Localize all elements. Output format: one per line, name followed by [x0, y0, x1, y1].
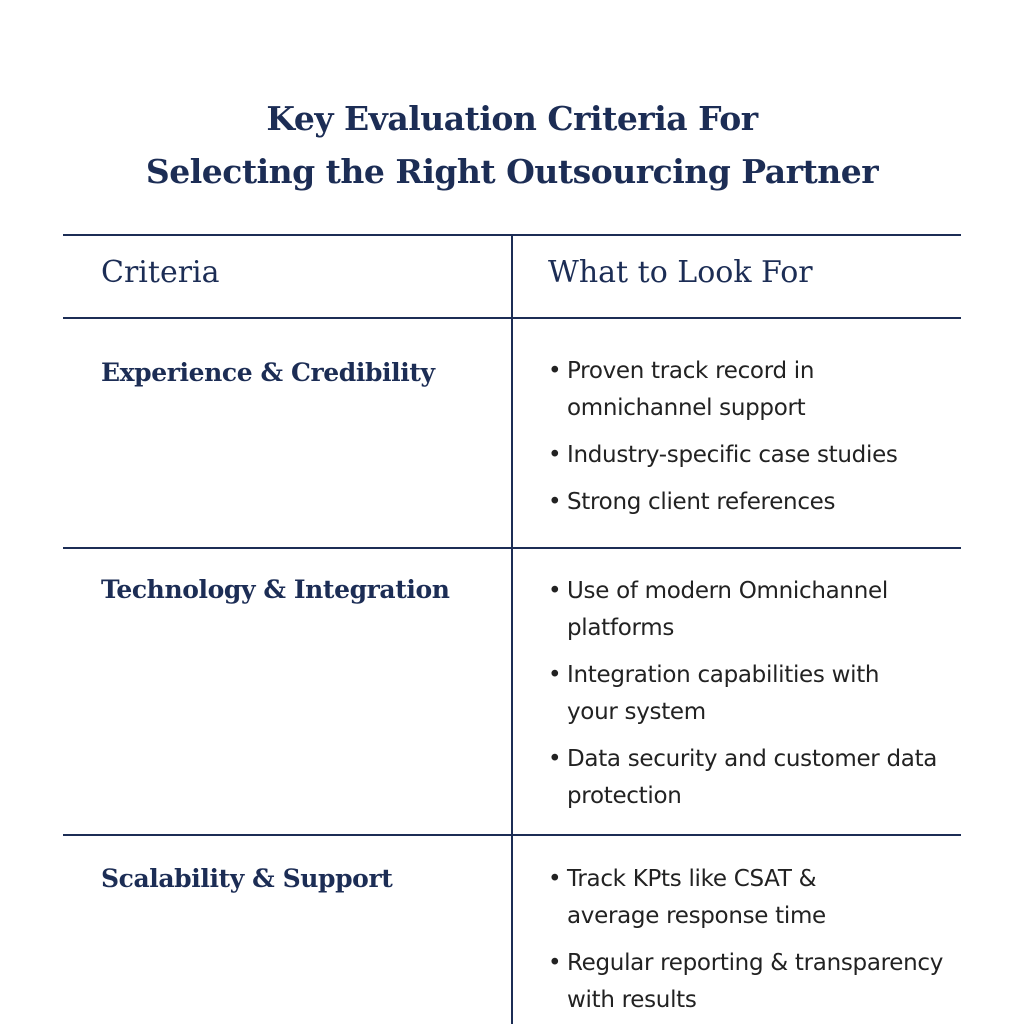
- list-item: •Integration capabilities with your syst…: [548, 657, 958, 731]
- list-item: •Proven track record in omnichannel supp…: [548, 353, 958, 427]
- bullet-icon: •: [548, 662, 562, 688]
- look-for-list: •Track KPts like CSAT & average response…: [548, 861, 958, 1029]
- list-item: •Industry-specific case studies: [548, 437, 958, 474]
- column-divider: [511, 235, 513, 1024]
- bullet-icon: •: [548, 746, 562, 772]
- bullet-icon: •: [548, 442, 562, 468]
- list-item: •Data security and customer data protect…: [548, 741, 958, 815]
- page-title: Key Evaluation Criteria For Selecting th…: [0, 92, 1024, 198]
- criteria-scalability: Scalability & Support: [101, 864, 393, 893]
- bullet-icon: •: [548, 578, 562, 604]
- column-header-what-to-look-for: What to Look For: [548, 255, 813, 290]
- look-for-list: •Proven track record in omnichannel supp…: [548, 353, 958, 531]
- bullet-icon: •: [548, 358, 562, 384]
- criteria-experience: Experience & Credibility: [101, 358, 435, 387]
- look-for-list: •Use of modern Omnichannel platforms •In…: [548, 573, 958, 825]
- column-header-criteria: Criteria: [101, 255, 220, 290]
- bullet-icon: •: [548, 489, 562, 515]
- list-item: •Regular reporting & transparency with r…: [548, 945, 958, 1019]
- title-line-2: Selecting the Right Outsourcing Partner: [145, 152, 879, 191]
- bullet-icon: •: [548, 866, 562, 892]
- list-item: •Track KPts like CSAT & average response…: [548, 861, 958, 935]
- list-item: •Strong client references: [548, 484, 958, 521]
- title-line-1: Key Evaluation Criteria For: [266, 99, 758, 138]
- bullet-icon: •: [548, 950, 562, 976]
- list-item: •Use of modern Omnichannel platforms: [548, 573, 958, 647]
- criteria-technology: Technology & Integration: [101, 575, 450, 604]
